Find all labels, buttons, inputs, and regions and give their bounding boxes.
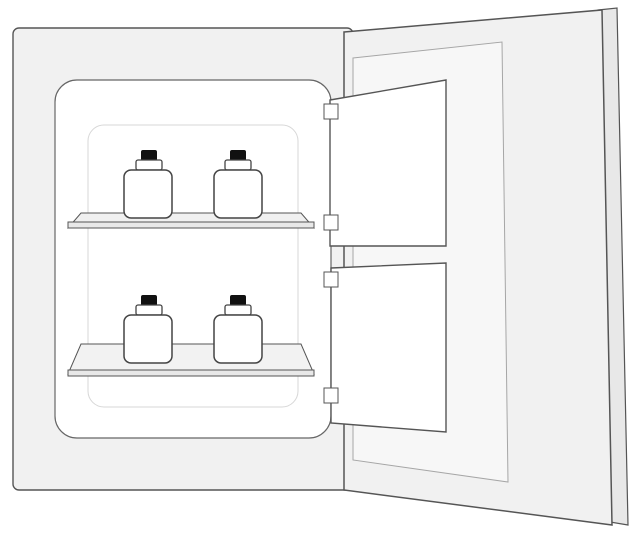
door-lower-panel — [330, 262, 447, 433]
shelf-top — [66, 212, 316, 229]
bottle-cap — [230, 150, 246, 161]
shelf-top-front-edge — [67, 221, 315, 229]
door-hinge — [323, 271, 339, 288]
door-hinge — [323, 387, 339, 404]
cabinet-body — [12, 27, 354, 491]
bottle-top-left — [123, 150, 173, 219]
bottle-cap — [141, 295, 157, 306]
bottle-neck — [135, 159, 163, 171]
bottle-neck — [224, 304, 252, 316]
door-hinge — [323, 214, 339, 231]
bottle-bottom-right — [213, 295, 263, 364]
shelf-bottom — [67, 343, 315, 377]
bottle-top-right — [213, 150, 263, 219]
bottle-cap — [230, 295, 246, 306]
bottle-cap — [141, 150, 157, 161]
cabinet-door — [323, 7, 629, 526]
door-hinge — [323, 103, 339, 120]
shelf-bottom-front-edge — [67, 369, 315, 377]
bottle-neck — [135, 304, 163, 316]
bottle-body — [213, 169, 263, 219]
bottle-body — [123, 314, 173, 364]
bottle-body — [213, 314, 263, 364]
bottle-neck — [224, 159, 252, 171]
bottle-bottom-left — [123, 295, 173, 364]
door-upper-panel — [329, 79, 447, 247]
bottle-body — [123, 169, 173, 219]
